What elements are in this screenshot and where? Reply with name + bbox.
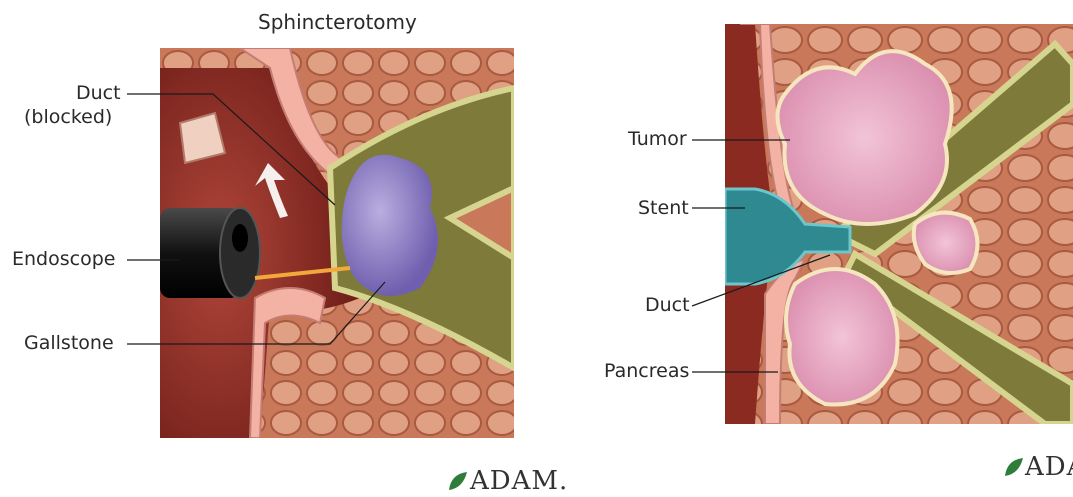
adam-logo-right: ADA [1025, 452, 1073, 482]
gallstone-leader [127, 282, 385, 344]
duct-leader [127, 94, 335, 205]
adam-leaf-icon-right [1003, 456, 1025, 478]
adam-logo-center: ADAM. [470, 466, 568, 496]
adam-leaf-icon [447, 470, 469, 492]
duct-leader-right [692, 255, 830, 306]
